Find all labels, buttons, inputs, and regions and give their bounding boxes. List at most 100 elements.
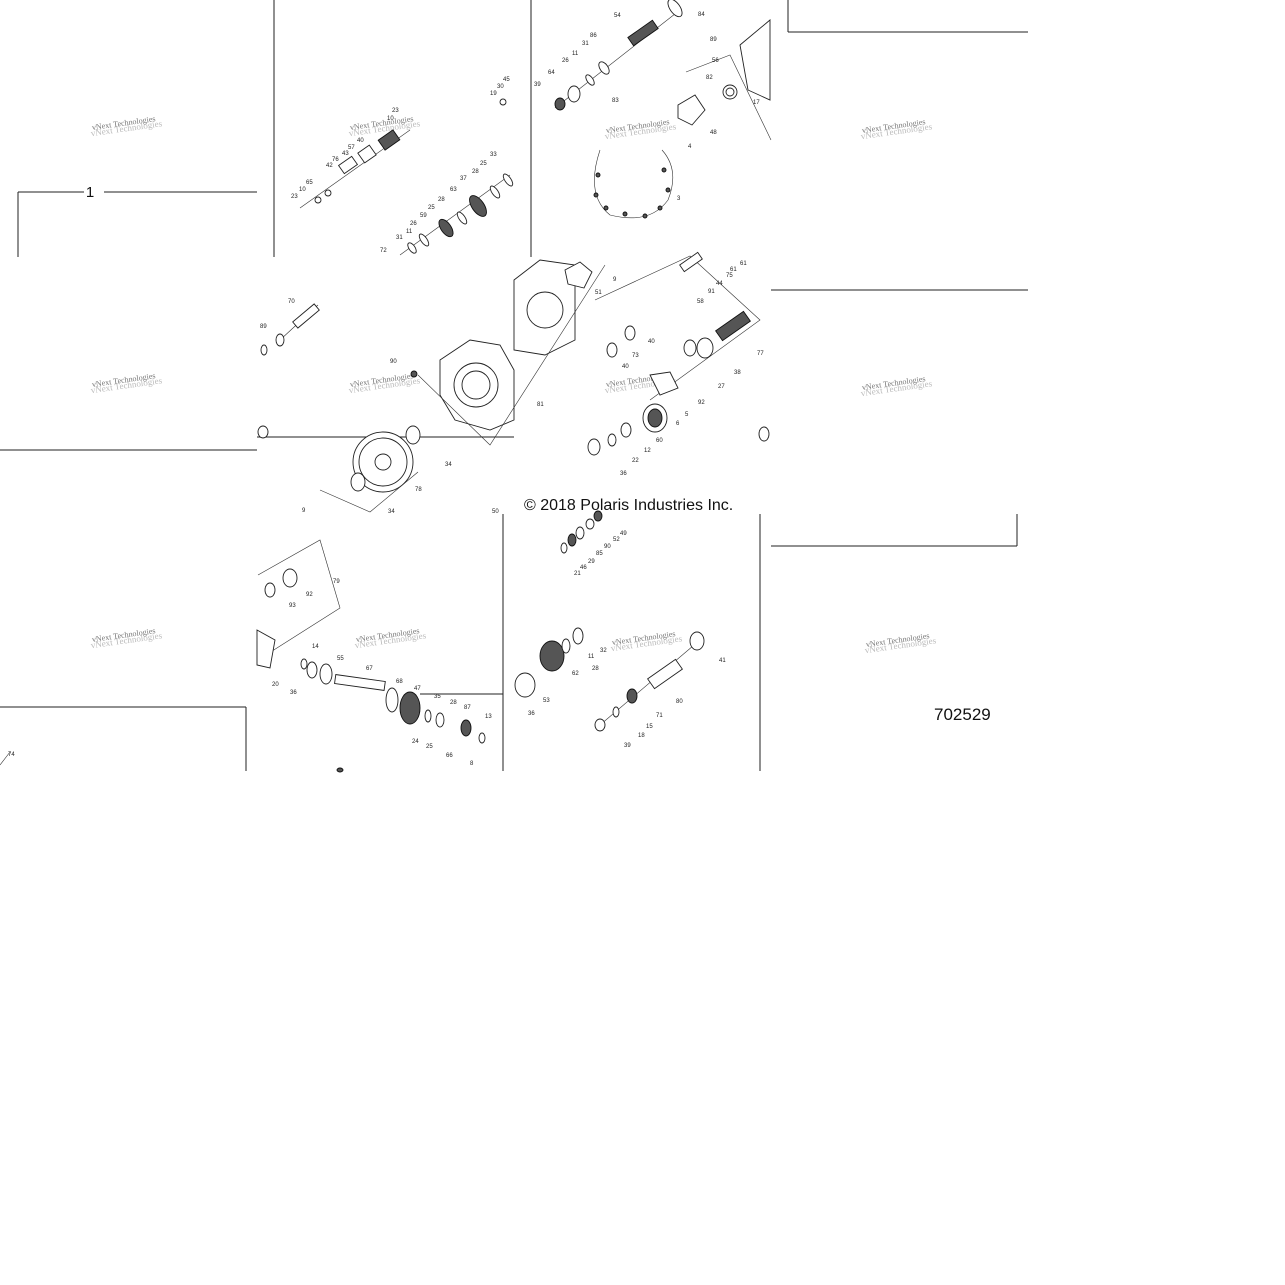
watermark: vNext Technologies vNext Technologies [604,117,677,141]
part-callout-label: 30 [497,84,504,90]
part-callout-label: 92 [698,400,705,406]
part-callout-label: 40 [622,364,629,370]
part-callout-label: 28 [592,666,599,672]
part-callout-label: 26 [562,58,569,64]
watermark: vNext Technologies vNext Technologies [348,114,421,138]
part-callout-label: 6 [676,421,680,427]
part-callout-label: 10 [387,116,394,122]
part-callout-label: 61 [730,267,737,273]
part-callout-label: 43 [342,151,349,157]
part-callout-label: 76 [332,157,339,163]
part-callout-label: 50 [492,509,499,515]
part-callout-label: 92 [306,592,313,598]
part-callout-label: 32 [600,648,607,654]
part-callout-label: 45 [503,77,510,83]
tile-frame-lines [0,0,1028,771]
part-callout-label: 87 [464,705,471,711]
part-callout-label: 17 [753,100,760,106]
part-callout-label: 8 [470,761,474,767]
part-callout-label: 56 [712,58,719,64]
part-callout-label: 23 [291,194,298,200]
part-callout-label: 44 [716,281,723,287]
part-callout-label: 46 [580,565,587,571]
part-callout-label: 51 [595,290,602,296]
part-callout-label: 60 [656,438,663,444]
part-callout-label: 73 [632,353,639,359]
part-callout-label: 55 [337,656,344,662]
part-callout-label: 36 [528,711,535,717]
part-callout-label: 11 [588,654,595,660]
part-callout-label: 21 [574,571,581,577]
part-callout-label: 39 [534,82,541,88]
part-callout-label: 4 [688,144,692,150]
part-callout-label: 35 [434,694,441,700]
part-callout-label: 9 [302,508,306,514]
watermark: vNext Technologies vNext Technologies [348,371,421,395]
part-callout-label: 68 [396,679,403,685]
part-callout-label: 89 [710,37,717,43]
part-callout-label: 63 [450,187,457,193]
part-callout-label: 71 [656,713,663,719]
countershaft-assembly [564,251,770,456]
part-callout-label: 27 [718,384,725,390]
part-callout-label: 82 [706,75,713,81]
part-callout-label: 14 [312,644,319,650]
part-callout-label: 90 [390,359,397,365]
gear-stack-top [399,173,514,256]
part-callout-label: 79 [333,579,340,585]
part-callout-label: 25 [428,205,435,211]
part-callout-label: 26 [410,221,417,227]
part-callout-label: 66 [446,753,453,759]
part-callout-label: 53 [543,698,550,704]
watermark: vNext Technologies vNext Technologies [864,631,937,655]
part-callout-label: 13 [485,714,492,720]
part-callout-label: 84 [698,12,705,18]
part-callout-label: 62 [572,671,579,677]
part-callout-label: 31 [396,235,403,241]
part-callout-label: 85 [596,551,603,557]
section-marker-label: 1 [86,184,94,201]
part-callout-label: 28 [438,197,445,203]
part-callout-label: 9 [613,277,617,283]
shift-fork-assembly [299,98,507,209]
main-case-assembly [257,259,606,446]
case-half-right [685,19,772,141]
input-shaft-assembly [554,0,683,111]
part-callout-label: 24 [412,739,419,745]
part-callout-label: 93 [289,603,296,609]
part-callouts: 4530192310405743764265102333252837632825… [8,12,764,767]
part-callout-label: 65 [306,180,313,186]
output-shaft-assembly [0,539,486,773]
part-callout-label: 74 [8,752,15,758]
part-callout-label: 12 [644,448,651,454]
part-callout-label: 81 [537,402,544,408]
part-callout-label: 11 [406,229,413,235]
part-callout-label: 61 [740,261,747,267]
part-callout-label: 5 [685,412,689,418]
part-callout-label: 89 [260,324,267,330]
part-callout-label: 25 [426,744,433,750]
part-callout-label: 28 [472,169,479,175]
part-callout-label: 37 [460,176,467,182]
part-callout-label: 49 [620,531,627,537]
watermark: vNext Technologies vNext Technologies [860,117,933,141]
part-callout-label: 34 [388,509,395,515]
part-callout-label: 77 [757,351,764,357]
part-callout-label: 25 [480,161,487,167]
part-callout-label: 90 [604,544,611,550]
part-callout-label: 54 [614,13,621,19]
part-callout-label: 19 [490,91,497,97]
watermark: vNext Technologies vNext Technologies [354,626,427,650]
watermark: vNext Technologies vNext Technologies [860,374,933,398]
part-callout-label: 31 [582,41,589,47]
part-callout-label: 42 [326,163,333,169]
part-callout-label: 75 [726,273,733,279]
part-callout-label: 40 [357,138,364,144]
part-callout-label: 18 [638,733,645,739]
part-callout-label: 23 [392,108,399,114]
part-callout-label: 58 [697,299,704,305]
part-callout-label: 10 [299,187,306,193]
part-callout-label: 80 [676,699,683,705]
part-callout-label: 72 [380,248,387,254]
